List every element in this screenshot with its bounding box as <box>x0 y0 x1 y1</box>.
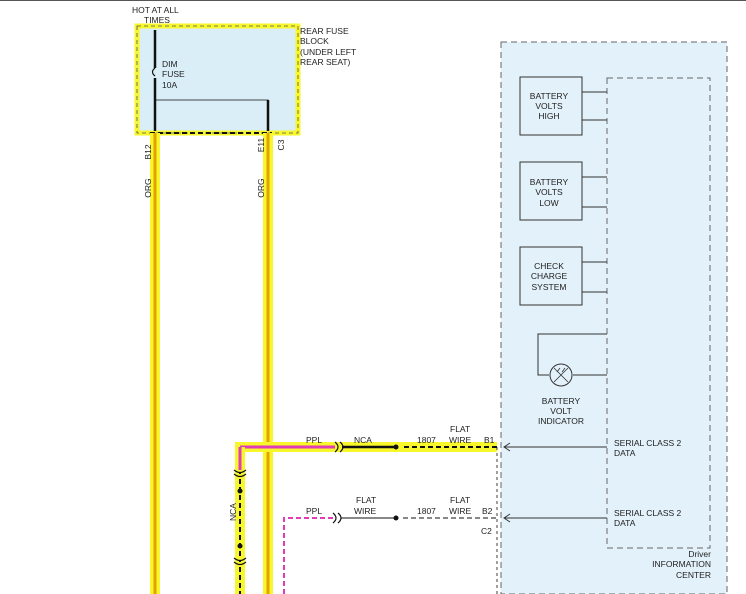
lamp-label-line-3: INDICATOR <box>538 416 584 426</box>
serial-data-line-b1: SERIAL CLASS 2 DATA <box>503 438 682 458</box>
fuse-icon <box>151 67 156 77</box>
flat-wire-lower-a-line-1: FLAT <box>356 495 376 505</box>
wire-color-left: ORG <box>143 178 153 197</box>
splice-dot <box>393 515 399 521</box>
lamp-label-line-1: BATTERY <box>542 396 581 406</box>
indicator-2-line-3: LOW <box>539 198 558 208</box>
wire-ppl-b1 <box>235 441 497 594</box>
wire-color-right: ORG <box>256 178 266 197</box>
pin-b12-label: B12 <box>143 144 153 159</box>
circuit-1807-upper-label: 1807 <box>417 435 436 445</box>
battery-volt-indicator-lamp: BATTERY VOLT INDICATOR <box>537 333 607 426</box>
serial-data-line-b2: SERIAL CLASS 2 DATA <box>503 508 682 528</box>
dic-inner-module <box>606 77 711 549</box>
dic-name-line-3: CENTER <box>676 570 711 580</box>
indicator-1-line-3: HIGH <box>538 111 559 121</box>
fuse-label-line-2: FUSE <box>162 69 185 79</box>
battery-volts-high-indicator: BATTERY VOLTS HIGH <box>519 76 607 136</box>
serial-1-line-2: DATA <box>614 448 636 458</box>
fuse-block-title-line-2: BLOCK <box>300 36 329 46</box>
wire-ppl-upper-label: PPL <box>306 435 322 445</box>
serial-1-line-1: SERIAL CLASS 2 <box>614 438 682 448</box>
connector-icon <box>332 512 342 524</box>
indicator-3-line-3: SYSTEM <box>532 282 567 292</box>
indicator-2-line-2: VOLTS <box>535 187 563 197</box>
indicator-3-line-1: CHECK <box>534 261 564 271</box>
flat-wire-upper-line-1: FLAT <box>450 424 470 434</box>
arrow-left-icon <box>503 442 511 452</box>
fuse-label-line-3: 10A <box>162 80 177 90</box>
fuse-block-title-line-3: (UNDER LEFT <box>300 47 356 57</box>
hot-at-all-times-line-1: HOT AT ALL <box>132 5 179 15</box>
lamp-label-line-2: VOLT <box>550 406 572 416</box>
flat-wire-lower-b-line-1: FLAT <box>450 495 470 505</box>
fuse-label-line-1: DIM <box>162 59 178 69</box>
hot-at-all-times-line-2: TIMES <box>144 15 170 25</box>
connector-c3-label: C3 <box>276 139 286 150</box>
indicator-3-line-2: CHARGE <box>531 271 568 281</box>
wire-nca-vertical-label: NCA <box>228 503 238 521</box>
top-border <box>0 0 746 1</box>
serial-2-line-2: DATA <box>614 518 636 528</box>
indicator-1-line-1: BATTERY <box>530 91 569 101</box>
connector-icon <box>334 441 344 453</box>
indicator-2-line-1: BATTERY <box>530 177 569 187</box>
flat-wire-lower-a-line-2: WIRE <box>354 506 377 516</box>
pin-b2-label: B2 <box>482 506 493 516</box>
dic-name-line-2: INFORMATION <box>652 559 711 569</box>
battery-volts-low-indicator: BATTERY VOLTS LOW <box>519 161 607 221</box>
indicator-1-line-2: VOLTS <box>535 101 563 111</box>
wire-org-left <box>150 133 160 594</box>
pin-e11-label: E11 <box>256 137 266 152</box>
fuse-block-title-line-4: REAR SEAT) <box>300 57 351 67</box>
splice-dot <box>393 444 399 450</box>
wire-ppl-b2 <box>283 447 498 594</box>
flat-wire-lower-b-line-2: WIRE <box>449 506 472 516</box>
circuit-1807-lower-label: 1807 <box>417 506 436 516</box>
connector-c2-label: C2 <box>481 526 492 536</box>
dic-name-line-1: Driver <box>688 549 711 559</box>
wire-nca-upper-label: NCA <box>354 435 372 445</box>
wire-ppl-lower-label: PPL <box>306 506 322 516</box>
flat-wire-upper-line-2: WIRE <box>449 435 472 445</box>
rear-fuse-block: DIM FUSE 10A <box>134 23 301 136</box>
fuse-block-title-line-1: REAR FUSE <box>300 26 349 36</box>
inline-connectors-nca <box>233 469 247 566</box>
arrow-left-icon <box>503 513 511 523</box>
pin-b1-label: B1 <box>484 435 495 445</box>
serial-2-line-1: SERIAL CLASS 2 <box>614 508 682 518</box>
check-charge-system-indicator: CHECK CHARGE SYSTEM <box>519 246 607 306</box>
wire-org-right <box>263 133 273 594</box>
